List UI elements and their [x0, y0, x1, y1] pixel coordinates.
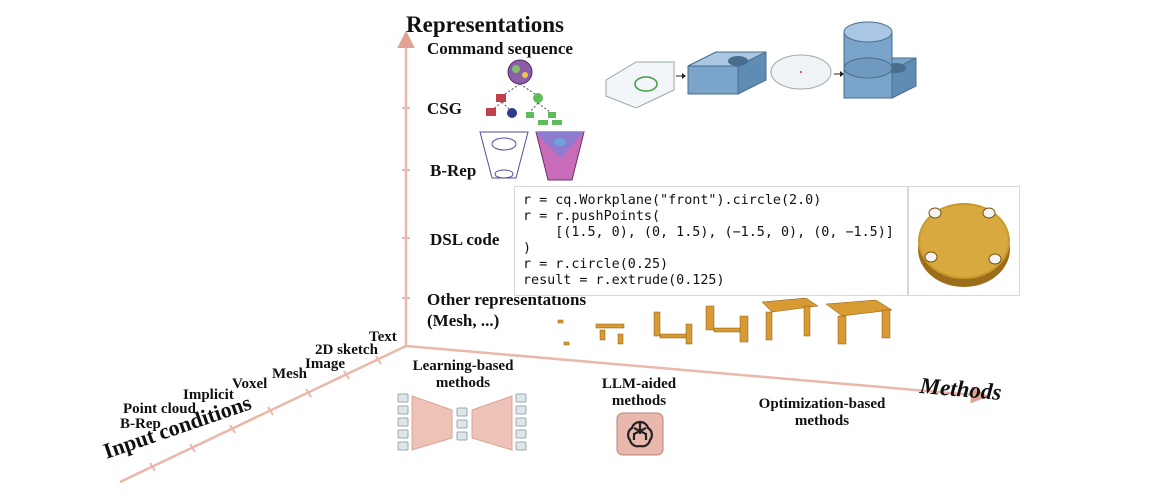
methods-axis [405, 344, 989, 404]
code-line: r = r.pushPoints( [523, 209, 661, 224]
code-line: [(1.5, 0), (0, 1.5), (−1.5, 0), (0, −1.5… [523, 225, 894, 240]
code-line: r = cq.Workplane("front").circle(2.0) [523, 193, 822, 208]
command-sequence-illustration [605, 21, 917, 108]
opt-methods-label: Optimization-based methods [742, 396, 902, 430]
rep-command-sequence: Command sequence [427, 39, 573, 58]
learning-line2: methods [435, 375, 491, 391]
rep-other-mesh: (Mesh, ...) [427, 311, 500, 330]
rep-dsl-code: DSL code [430, 230, 500, 249]
opt-line1: Optimization-based [758, 396, 886, 412]
input-b-rep: B-Rep [120, 416, 161, 432]
autoencoder-icon [397, 393, 527, 451]
input-axis [119, 344, 407, 484]
csg-tree-illustration [486, 59, 562, 125]
b-rep-illustration [479, 131, 585, 181]
code-line: result = r.extrude(0.125) [523, 273, 725, 288]
dsl-code-block: r = cq.Workplane("front").circle(2.0) r … [514, 186, 908, 296]
input-2d-sketch: 2D sketch [315, 342, 378, 358]
rep-b-rep: B-Rep [430, 161, 477, 180]
representations-title: Representations [406, 12, 565, 37]
input-voxel: Voxel [232, 376, 268, 392]
rep-csg: CSG [427, 99, 462, 118]
input-mesh: Mesh [272, 366, 307, 382]
input-image: Image [305, 356, 345, 372]
code-line: r = r.circle(0.25) [523, 257, 669, 272]
llm-line1: LLM-aided [601, 376, 677, 392]
input-point-cloud: Point cloud [123, 401, 196, 417]
mesh-table-sequence [557, 298, 893, 346]
learning-methods-label: Learning-based methods [398, 358, 528, 392]
llm-line2: methods [611, 393, 667, 409]
code-line: ) [523, 241, 532, 256]
input-text: Text [369, 329, 397, 345]
opt-line2: methods [794, 413, 850, 429]
learning-line1: Learning-based [412, 358, 514, 374]
input-implicit: Implicit [183, 387, 234, 403]
dsl-result-disk [908, 186, 1020, 296]
openai-logo-icon [616, 412, 664, 456]
llm-methods-label: LLM-aided methods [584, 376, 694, 410]
